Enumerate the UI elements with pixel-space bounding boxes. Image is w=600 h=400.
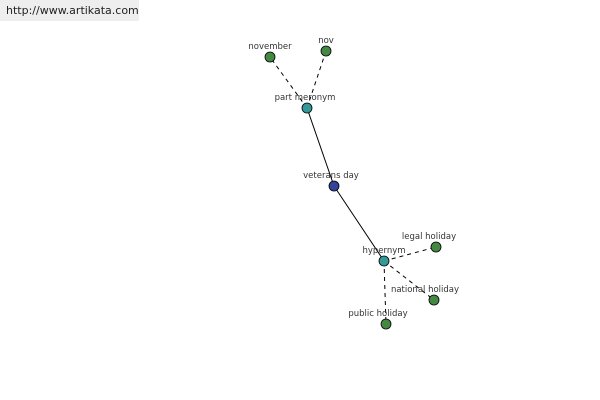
node-circle-veterans-day[interactable] xyxy=(328,180,340,192)
node-legal-holiday[interactable]: legal holiday xyxy=(402,232,456,253)
node-nov[interactable]: nov xyxy=(318,36,334,57)
node-circle-national-holiday[interactable] xyxy=(428,294,440,306)
edge-hypernym-to-national-holiday xyxy=(383,260,435,301)
node-label-national-holiday: national holiday xyxy=(391,285,459,295)
node-label-november: november xyxy=(248,42,292,52)
edge-part-meronym-to-november xyxy=(269,56,308,109)
node-circle-hypernym[interactable] xyxy=(378,255,390,267)
node-circle-part-meronym[interactable] xyxy=(301,102,313,114)
node-circle-nov[interactable] xyxy=(320,45,332,57)
node-label-legal-holiday: legal holiday xyxy=(402,232,456,242)
source-link[interactable]: http://www.artikata.com xyxy=(0,0,139,21)
node-label-veterans-day: veterans day xyxy=(303,171,359,181)
node-hypernym[interactable]: hypernym xyxy=(362,246,406,267)
node-circle-public-holiday[interactable] xyxy=(380,318,392,330)
node-circle-november[interactable] xyxy=(264,51,276,63)
node-part-meronym[interactable]: part meronym xyxy=(275,93,336,114)
node-label-hypernym: hypernym xyxy=(362,246,405,256)
edge-part-meronym-to-nov xyxy=(306,50,327,109)
node-label-nov: nov xyxy=(318,36,334,46)
edges-layer xyxy=(269,50,437,325)
node-label-part-meronym: part meronym xyxy=(275,93,336,103)
edge-hypernym-to-legal-holiday xyxy=(383,246,437,262)
node-veterans-day[interactable]: veterans day xyxy=(303,171,359,192)
node-national-holiday[interactable]: national holiday xyxy=(391,285,459,306)
edge-veterans-day-to-hypernym xyxy=(333,185,385,262)
node-label-public-holiday: public holiday xyxy=(348,309,407,319)
edge-veterans-day-to-part-meronym xyxy=(306,107,335,187)
node-circle-legal-holiday[interactable] xyxy=(430,241,442,253)
nodes-layer: veterans day part meronym november nov hyper… xyxy=(248,36,459,330)
node-november[interactable]: november xyxy=(248,42,292,63)
edge-hypernym-to-public-holiday xyxy=(383,260,387,325)
node-public-holiday[interactable]: public holiday xyxy=(348,309,408,330)
